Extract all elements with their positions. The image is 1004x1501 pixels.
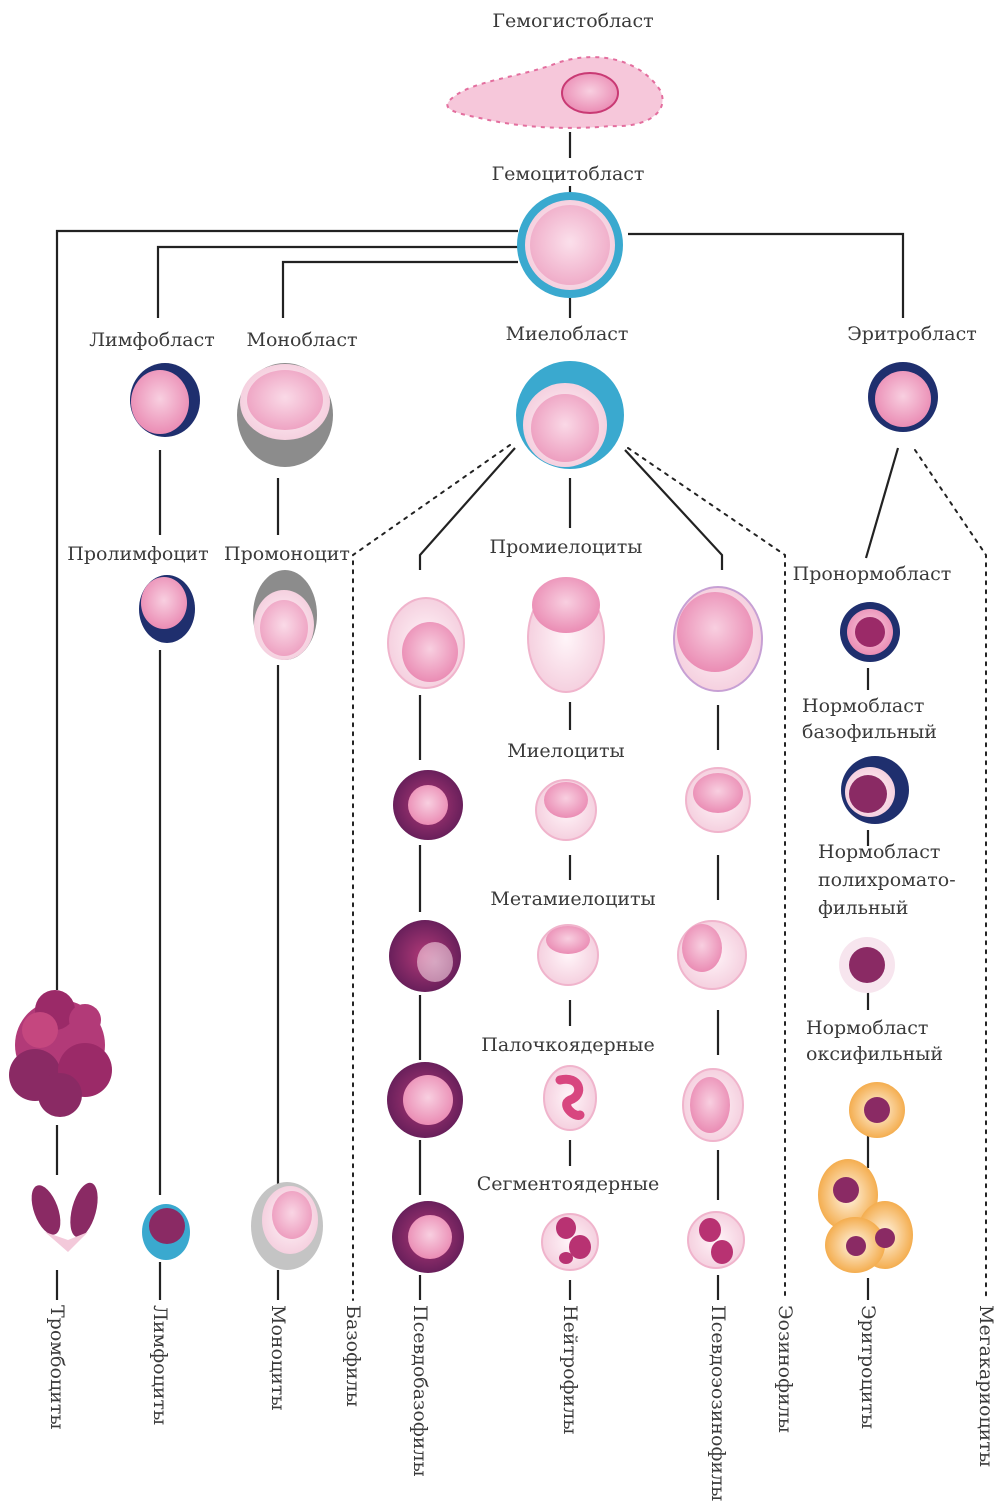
- label-normoblast-basophilic-2: базофильный: [802, 721, 937, 743]
- monoblast-cell: [237, 363, 333, 467]
- metamyelocyte-neutrophilic-cell: [538, 925, 598, 985]
- label-band: Палочкоядерные: [481, 1034, 654, 1056]
- label-segmented: Сегментоядерные: [477, 1173, 660, 1195]
- label-basophils: Базофилы: [342, 1305, 364, 1407]
- metamyelocyte-eosinophilic-cell: [678, 921, 746, 989]
- label-lymphoblast: Лимфобласт: [89, 329, 215, 351]
- label-lymphocytes: Лимфоциты: [149, 1305, 171, 1425]
- label-myelocytes: Миелоциты: [507, 740, 624, 762]
- band-basophilic-cell: [387, 1062, 463, 1138]
- label-monocytes: Моноциты: [267, 1305, 289, 1411]
- label-erythrocytes: Эритроциты: [857, 1305, 879, 1429]
- label-normoblast-oxyphilic-1: Нормобласт: [806, 1017, 928, 1039]
- label-megakaryocytes: Мегакариоциты: [975, 1305, 997, 1467]
- thrombocytes-cells: [26, 1180, 103, 1252]
- hemocytoblast-cell: [517, 192, 623, 298]
- myelocyte-neutrophilic-cell: [536, 780, 596, 840]
- myelocyte-basophilic-cell: [393, 770, 463, 840]
- label-thrombocytes: Тромбоциты: [46, 1305, 68, 1429]
- label-promyelocytes: Промиелоциты: [490, 536, 643, 558]
- label-normoblast-polychromatophilic-1: Нормобласт: [818, 841, 940, 863]
- label-hemocytoblast: Гемоцитобласт: [492, 163, 645, 185]
- pseudobasophil-cell: [392, 1201, 464, 1273]
- label-metamyelocytes: Метамиелоциты: [490, 888, 655, 910]
- promonocyte-cell: [253, 570, 317, 660]
- label-neutrophils: Нейтрофилы: [559, 1305, 581, 1434]
- label-eosinophils: Эозинофилы: [774, 1305, 796, 1433]
- myeloblast-cell: [516, 361, 624, 469]
- label-promonocyte: Промоноцит: [224, 543, 350, 565]
- label-pronormoblast: Пронормобласт: [793, 563, 952, 585]
- label-normoblast-basophilic-1: Нормобласт: [802, 695, 924, 717]
- label-normoblast-polychromatophilic-3: фильный: [818, 897, 908, 919]
- label-monoblast: Монобласт: [247, 329, 358, 351]
- metamyelocyte-basophilic-cell: [389, 920, 461, 992]
- lymphoblast-cell: [130, 363, 200, 437]
- label-normoblast-polychromatophilic-2: полихромато-: [818, 869, 956, 891]
- label-myeloblast: Миелобласт: [506, 323, 629, 345]
- normoblast-polychromatophilic-cell: [839, 937, 895, 993]
- megakaryocyte-cell: [9, 990, 112, 1117]
- title-hemogistoblast: Гемогистобласт: [492, 10, 653, 32]
- band-neutrophilic-cell: [544, 1066, 596, 1130]
- band-eosinophilic-cell: [683, 1069, 743, 1141]
- myelocyte-eosinophilic-cell: [686, 768, 750, 832]
- promyelocyte-eosinophilic-cell: [674, 587, 762, 691]
- pronormoblast-cell: [840, 602, 900, 662]
- label-prolymphocyte: Пролимфоцит: [67, 543, 208, 565]
- normoblast-oxyphilic-cell: [849, 1082, 905, 1138]
- promyelocyte-neutrophilic-cell: [528, 577, 604, 692]
- label-pseudobasophils: Псевдобазофилы: [409, 1305, 431, 1477]
- erythroblast-cell: [868, 362, 938, 432]
- lymphocyte-cell: [142, 1204, 190, 1260]
- erythrocytes-cluster: [818, 1159, 913, 1273]
- neutrophil-cell: [542, 1214, 598, 1270]
- monocyte-cell: [251, 1182, 323, 1270]
- label-erythroblast: Эритробласт: [847, 323, 976, 345]
- label-pseudoeosinophils: Псевдоэозинофилы: [707, 1305, 729, 1501]
- normoblast-basophilic-cell: [841, 756, 909, 824]
- promyelocyte-basophilic-cell: [388, 598, 464, 688]
- label-normoblast-oxyphilic-2: оксифильный: [806, 1043, 943, 1065]
- pseudoeosinophil-cell: [688, 1212, 744, 1268]
- prolymphocyte-cell: [139, 575, 195, 643]
- hemogistoblast-cell: [447, 57, 662, 128]
- cell-drawings: [9, 57, 938, 1273]
